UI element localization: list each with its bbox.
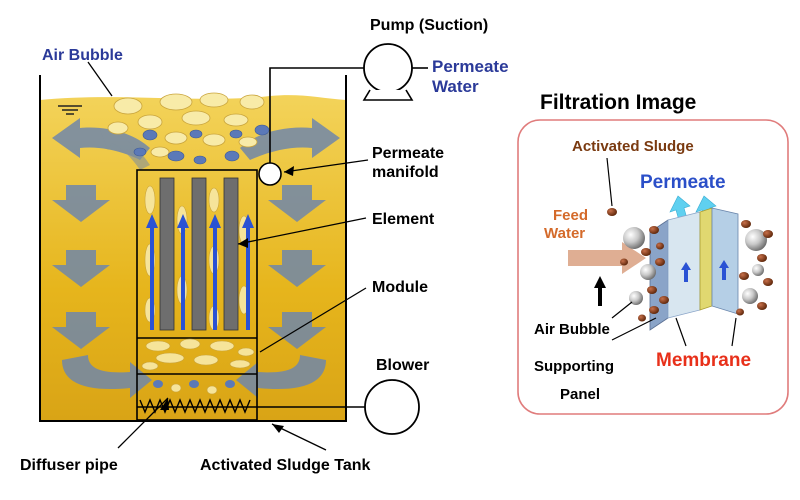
- flow-arrow-right-1: [268, 185, 326, 222]
- diffuser-pipe-nozzles: [139, 398, 251, 414]
- label-permeate: Permeate: [640, 172, 726, 193]
- leader-lines: [87, 61, 369, 451]
- flow-arrow-top-right: [240, 118, 340, 160]
- filtration-leader-lines: [606, 157, 737, 347]
- label-diffuser-pipe: Diffuser pipe: [20, 457, 118, 474]
- filtration-title: Filtration Image: [540, 91, 696, 114]
- up-arrow-1: [146, 214, 158, 330]
- label-activated-sludge-tank: Activated Sludge Tank: [200, 457, 371, 474]
- air-up-arrow: [594, 276, 606, 306]
- module-frame: [136, 169, 258, 421]
- label-filtration-air-bubble: Air Bubble: [534, 321, 610, 338]
- flow-arrow-bottom-right: [236, 355, 326, 398]
- label-activated-sludge: Activated Sludge: [572, 138, 694, 155]
- flow-arrow-left-1: [52, 185, 110, 222]
- up-arrow-2: [177, 214, 189, 330]
- up-arrow-4: [242, 214, 254, 330]
- water-level-icon: [58, 105, 82, 115]
- circulation-arrows: [52, 118, 340, 398]
- membrane-module: [136, 169, 258, 421]
- lower-chamber-bubbles: [141, 338, 255, 371]
- flow-arrow-right-2: [268, 250, 326, 287]
- feed-water-arrow: [568, 242, 646, 274]
- pump: [362, 43, 428, 101]
- label-supporting-panel-1: Supporting: [534, 358, 614, 375]
- element-plate-1: [159, 177, 175, 331]
- label-feed-water-1: Feed: [553, 207, 588, 224]
- label-blower: Blower: [376, 357, 429, 374]
- element-plate-3: [223, 177, 239, 331]
- blower-icon: [364, 379, 420, 435]
- supporting-panel: [667, 211, 701, 319]
- label-supporting-panel-2: Panel: [560, 386, 600, 403]
- membrane-elements: [159, 177, 239, 331]
- label-permeate-manifold-1: Permeate: [372, 145, 444, 162]
- leader-arrowheads: [160, 166, 294, 433]
- membrane-yellow-layer: [699, 207, 713, 311]
- label-air-bubble: Air Bubble: [42, 47, 123, 64]
- membrane-right-panel: [711, 207, 739, 315]
- air-bubbles-surface: [107, 92, 265, 158]
- diffuser-bubbles: [153, 380, 235, 395]
- element-plate-2: [191, 177, 207, 331]
- piping: [137, 67, 365, 408]
- label-module: Module: [372, 279, 428, 296]
- pump-icon: [363, 43, 413, 93]
- label-permeate-manifold-2: manifold: [372, 164, 439, 181]
- label-permeate-water-2: Water: [432, 77, 479, 96]
- label-pump-suction: Pump (Suction): [370, 17, 488, 34]
- label-feed-water-2: Water: [544, 225, 585, 242]
- flow-arrow-left-3: [52, 312, 110, 349]
- permeate-flow-arrows: [146, 214, 254, 330]
- label-element: Element: [372, 211, 435, 228]
- flow-arrow-rise-left: [100, 128, 150, 170]
- label-permeate-water-1: Permeate: [432, 57, 509, 76]
- up-arrow-3: [209, 214, 221, 330]
- label-membrane: Membrane: [656, 350, 751, 371]
- inner-permeate-arrows: [681, 260, 729, 282]
- permeate-pipe: [269, 67, 365, 172]
- flow-arrow-bottom-left: [62, 355, 152, 398]
- permeate-manifold: [258, 162, 282, 186]
- air-bubbles-blue: [133, 124, 270, 165]
- filtration-air-bubbles: [623, 227, 767, 305]
- flow-arrow-left-2: [52, 250, 110, 287]
- sludge-particles: [607, 208, 773, 322]
